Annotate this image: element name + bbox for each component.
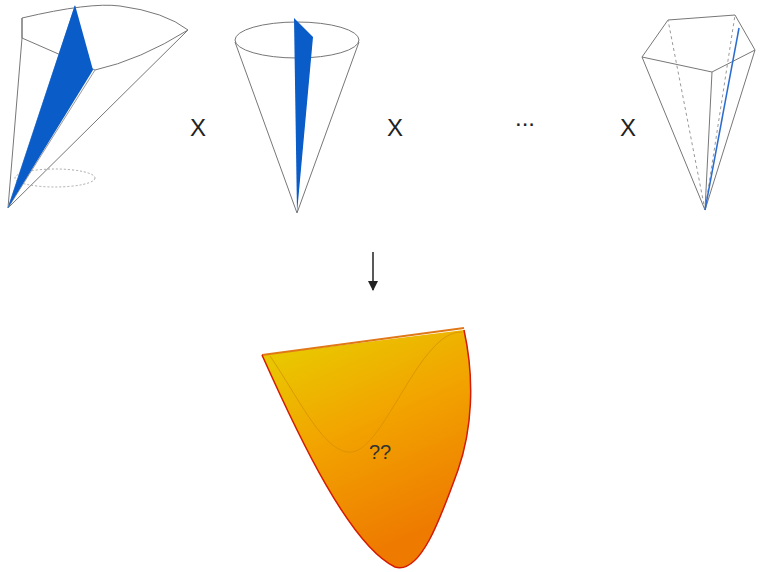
down-arrow (372, 252, 374, 290)
surface-shape: ?? (256, 320, 476, 572)
product-sign: X (387, 116, 403, 140)
blue-section (294, 18, 313, 213)
ellipsis: ... (515, 106, 535, 130)
product-sign: X (190, 116, 206, 140)
blue-ray (705, 28, 739, 210)
unknown-mark: ?? (369, 442, 391, 462)
pentagonal-cone (642, 15, 755, 210)
product-sign: X (620, 116, 636, 140)
surface-outline (256, 320, 476, 572)
blue-section (8, 5, 93, 208)
cone-wedge (8, 5, 188, 208)
